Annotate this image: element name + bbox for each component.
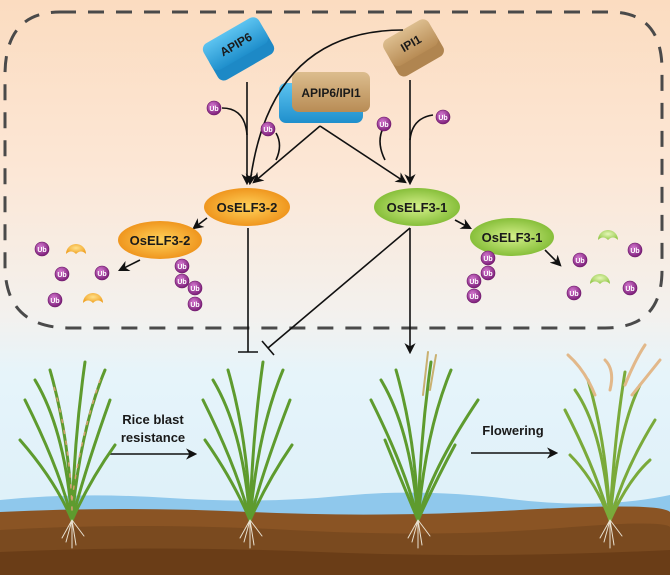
pathway-arrows (110, 29, 562, 460)
oself3-2-label: OsELF3-2 (217, 200, 278, 215)
oself3-1-ub-label: OsELF3-1 (482, 230, 543, 245)
ub-label: Ub (97, 271, 106, 278)
apip6-protein: APIP6 (202, 17, 275, 81)
apip6-ipi1-complex: APIP6/IPI1 (279, 72, 370, 123)
ipi1-protein: IPI1 (383, 19, 444, 77)
ub-label: Ub (575, 258, 584, 265)
oself3-1-label: OsELF3-1 (387, 200, 448, 215)
ub-label: Ub (177, 279, 186, 286)
rice-plant-flowered (563, 343, 662, 549)
ub-label: Ub (190, 286, 199, 293)
ub-label: Ub (483, 256, 492, 263)
ub-label: Ub (469, 294, 478, 301)
blast-resistance-label-line1: Rice blast (122, 412, 184, 427)
ub-label: Ub (438, 115, 447, 122)
ub-label: Ub (57, 272, 66, 279)
ub-label: Ub (625, 286, 634, 293)
ub-label: Ub (630, 248, 639, 255)
ub-label: Ub (379, 122, 388, 129)
ub-label: Ub (177, 264, 186, 271)
ubiquitin-inputs: Ub Ub Ub Ub (206, 100, 451, 137)
ground (0, 492, 670, 575)
ub-label: Ub (569, 291, 578, 298)
oself3-1-node: OsELF3-1 (374, 188, 460, 226)
blast-resistance-label-line2: resistance (121, 430, 185, 445)
flowering-label: Flowering (482, 423, 543, 438)
rice-plant-flowering-early (369, 351, 480, 549)
oself3-2-ub-label: OsELF3-2 (130, 233, 191, 248)
rice-plant-resistant (201, 360, 294, 549)
complex-label: APIP6/IPI1 (301, 86, 361, 100)
oself3-2-node: OsELF3-2 (204, 188, 290, 226)
cell-boundary (3, 10, 664, 330)
ub-label: Ub (209, 106, 218, 113)
rice-plant-infected (18, 360, 117, 549)
ub-label: Ub (37, 247, 46, 254)
ub-label: Ub (483, 271, 492, 278)
ub-label: Ub (50, 298, 59, 305)
ub-label: Ub (190, 302, 199, 309)
ub-label: Ub (263, 127, 272, 134)
ub-label: Ub (469, 279, 478, 286)
